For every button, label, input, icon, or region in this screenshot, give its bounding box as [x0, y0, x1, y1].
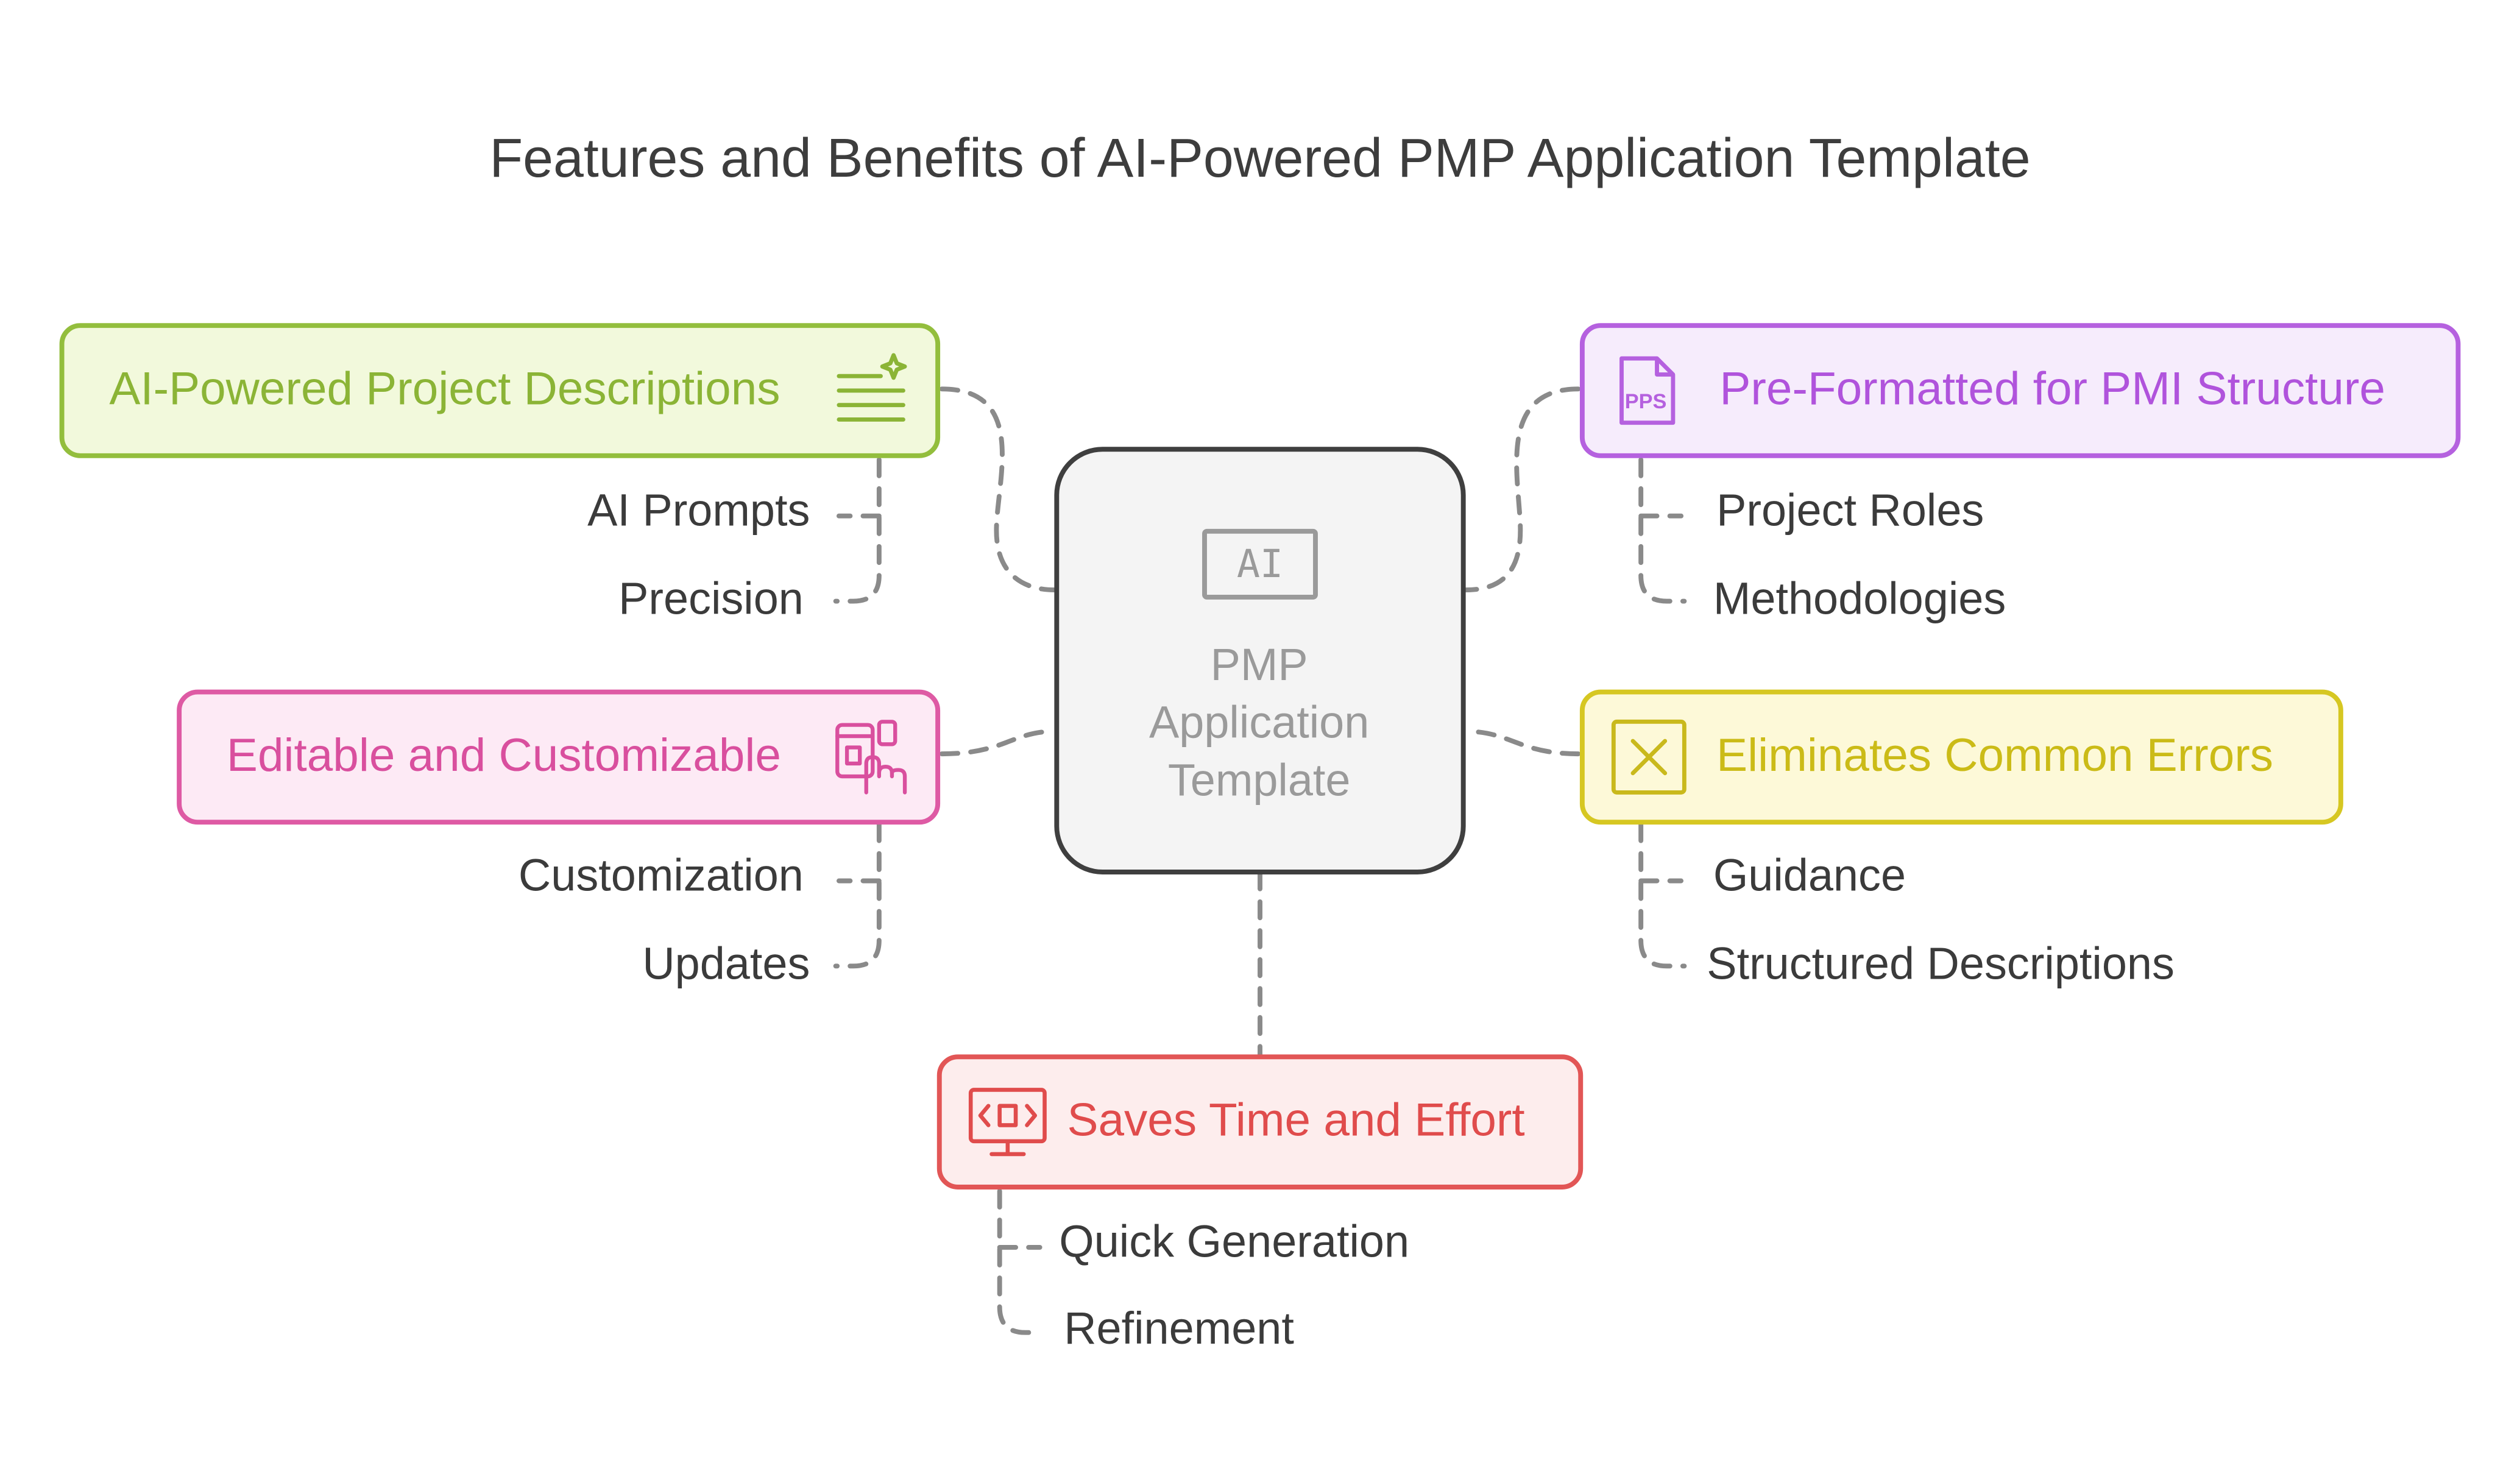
connector-pmi-items	[1638, 457, 1687, 604]
sparkle-text-icon	[837, 353, 907, 422]
pmi-structure-label: Pre-Formatted for PMI Structure	[1719, 364, 2385, 416]
saves-time-item-1: Quick Generation	[1059, 1216, 1410, 1267]
saves-time-label: Saves Time and Effort	[1067, 1095, 1525, 1147]
center-label-line-3: Template	[1167, 755, 1351, 806]
errors-label: Eliminates Common Errors	[1716, 730, 2274, 782]
editable-label: Editable and Customizable	[226, 730, 781, 782]
ai-chip-text: AI	[1236, 541, 1284, 587]
saves-time-box: Saves Time and Effort	[936, 1054, 1584, 1190]
close-box-icon	[1611, 719, 1686, 795]
editable-item-2: Updates	[642, 938, 810, 989]
ai-chip-icon: AI	[1202, 528, 1318, 600]
ai-descriptions-item-2: Precision	[618, 573, 804, 624]
ai-descriptions-item-1: AI Prompts	[587, 485, 810, 536]
connector-editable-items	[833, 822, 882, 969]
pmi-structure-box: PPS Pre-Formatted for PMI Structure	[1579, 323, 2461, 458]
connector-ai-items	[833, 457, 882, 604]
errors-item-2: Structured Descriptions	[1707, 938, 2175, 989]
connector-errors-items	[1638, 822, 1687, 969]
connector-errors	[1463, 729, 1581, 757]
pps-file-text: PPS	[1624, 389, 1667, 413]
center-node	[1054, 447, 1466, 874]
center-label-line-1: PMP	[1210, 639, 1308, 690]
pmi-structure-item-2: Methodologies	[1713, 573, 2006, 624]
ai-descriptions-box: AI-Powered Project Descriptions	[59, 323, 941, 458]
errors-box: Eliminates Common Errors	[1579, 689, 2343, 825]
center-label: PMP Application Template	[1054, 637, 1464, 810]
connector-ai-descriptions	[939, 386, 1057, 593]
editable-box: Editable and Customizable	[177, 689, 941, 825]
errors-item-1: Guidance	[1713, 850, 1906, 901]
code-monitor-icon	[968, 1088, 1047, 1157]
diagram-title: Features and Benefits of AI-Powered PMP …	[489, 129, 2031, 190]
editable-item-1: Customization	[518, 850, 804, 901]
connector-pmi-structure	[1463, 386, 1581, 593]
connector-editable	[939, 729, 1057, 757]
touch-devices-icon	[835, 720, 907, 795]
pmi-structure-item-1: Project Roles	[1716, 485, 1984, 536]
pps-file-icon: PPS	[1617, 353, 1678, 427]
ai-descriptions-label: AI-Powered Project Descriptions	[109, 364, 780, 416]
center-label-line-2: Application	[1149, 697, 1370, 748]
saves-time-item-2: Refinement	[1064, 1303, 1294, 1353]
connector-saves-items	[997, 1188, 1042, 1335]
